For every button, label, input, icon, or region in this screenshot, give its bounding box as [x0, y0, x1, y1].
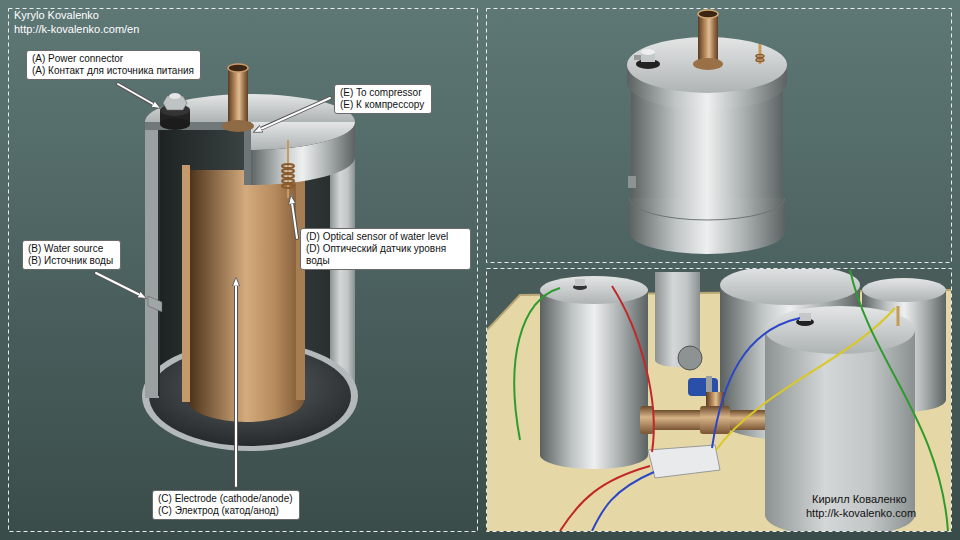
- panel-frames: [9, 9, 952, 532]
- callout-text: (B) Water source: [28, 243, 115, 255]
- callout-box: (D) Optical sensor of water level(D) Опт…: [300, 228, 471, 270]
- assembly-scene: [487, 269, 951, 531]
- callout-text: (D) Optical sensor of water level: [306, 231, 464, 243]
- author-name: Кирилл Коваленко: [812, 493, 907, 506]
- callout-box: (E) To compressor(E) К компрессору: [334, 84, 432, 114]
- author-name: Kyrylo Kovalenko: [14, 9, 99, 22]
- callout-text: (A) Контакт для источника питания: [32, 65, 195, 77]
- callout-text: (D) Оптический датчик уровня воды: [306, 243, 464, 267]
- callout-box: (A) Power connector(A) Контакт для источ…: [26, 50, 201, 80]
- callout-text: (A) Power connector: [32, 53, 195, 65]
- cell-exterior: [627, 10, 787, 254]
- author-url: http://k-kovalenko.com: [806, 507, 916, 520]
- author-url: http://k-kovalenko.com/en: [14, 23, 139, 36]
- callout-box: (B) Water source(B) Источник воды: [22, 240, 121, 270]
- callout-text: (C) Электрод (катод/анод): [158, 505, 294, 517]
- callout-text: (B) Источник воды: [28, 255, 115, 267]
- callout-text: (E) К компрессору: [340, 99, 426, 111]
- callout-text: (C) Electrode (cathode/anode): [158, 493, 294, 505]
- callout-box: (C) Electrode (cathode/anode)(C) Электро…: [152, 490, 300, 520]
- leader-lines: [96, 84, 330, 486]
- callout-text: (E) To compressor: [340, 87, 426, 99]
